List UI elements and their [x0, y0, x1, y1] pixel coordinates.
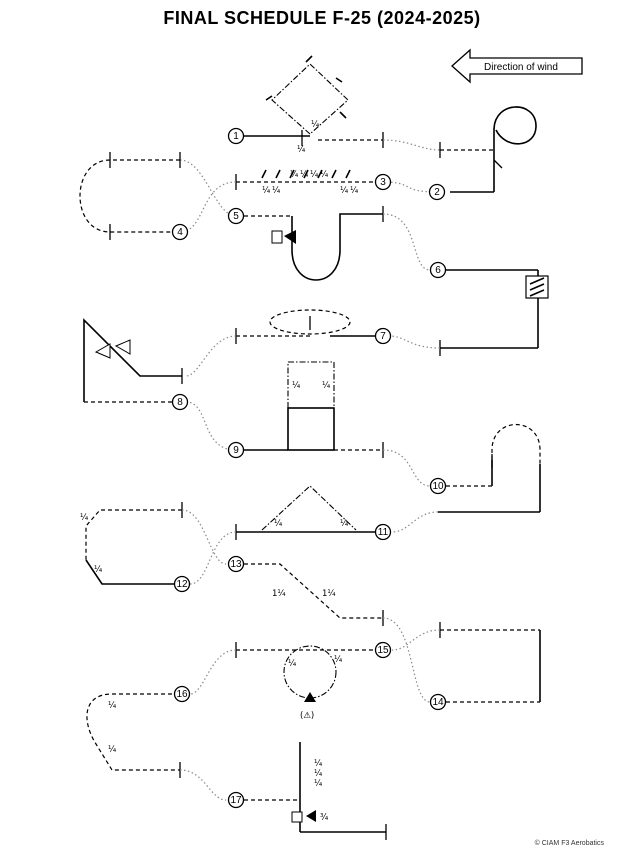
fraction-label: ¼ — [340, 186, 348, 196]
fraction-label: ¼ — [274, 519, 282, 529]
figure-6 — [439, 269, 549, 356]
figure-number-text: 15 — [377, 645, 389, 656]
fraction-label: ¼ — [108, 701, 116, 711]
figure-number-text: 10 — [432, 481, 444, 492]
figure-4 — [79, 152, 181, 240]
figure-3: ¼ ¼ ¼ ¼ ¼ ¼ ¼ ¼ — [235, 169, 376, 196]
copyright-footer: © CIAM F3 Aerobatics — [534, 840, 604, 847]
figure-number-text: 2 — [434, 187, 440, 198]
fraction-label: ¼ — [94, 565, 102, 575]
figure-number-text: 6 — [435, 265, 441, 276]
figure-11: ¼ ¼ — [235, 485, 376, 540]
figure-number-4: 4 — [171, 223, 189, 241]
figure-number-text: 3 — [380, 177, 386, 188]
fraction-label: ¼ — [340, 519, 348, 529]
fraction-label: ¼ — [350, 186, 358, 196]
figure-15: (⚠) ¼ ¼ — [235, 642, 376, 721]
figure-number-text: 12 — [176, 579, 188, 590]
fraction-label: ¼ — [300, 170, 308, 180]
figure-number-text: 5 — [233, 211, 239, 222]
page-title: FINAL SCHEDULE F-25 (2024-2025) — [163, 8, 481, 28]
figure-9: ¼ ¼ — [244, 361, 384, 458]
figure-2 — [439, 106, 537, 193]
fraction-label: ¼ — [292, 381, 300, 391]
figure-10 — [438, 424, 541, 513]
fraction-label: ¾ — [320, 813, 328, 823]
figure-number-text: 4 — [177, 227, 183, 238]
figure-number-6: 6 — [429, 261, 447, 279]
figure-12: ¼ ¼ — [80, 502, 183, 585]
figure-14 — [439, 622, 541, 703]
wind-label: Direction of wind — [484, 62, 558, 73]
fraction-label: ¼ — [334, 655, 342, 665]
figure-1: ¼ ¼ — [244, 55, 384, 155]
fraction-label: ¼ — [314, 779, 322, 789]
fraction-label: ¼ — [314, 769, 322, 779]
fraction-label: ¼ — [320, 170, 328, 180]
figure-number-10: 10 — [429, 477, 447, 495]
figure-number-text: 14 — [432, 697, 444, 708]
fraction-label: ¼ — [262, 186, 270, 196]
figure-number-text: 8 — [177, 397, 183, 408]
figure-number-text: 17 — [230, 795, 242, 806]
figure-number-1: 1 — [227, 127, 245, 145]
figure-8 — [83, 318, 183, 403]
fraction-label: ¼ — [310, 170, 318, 180]
figure-number-9: 9 — [227, 441, 245, 459]
fraction-label: ¼ — [288, 659, 296, 669]
figure-13: 1¼ 1¼ — [244, 563, 384, 626]
figure-number-16: 16 — [173, 685, 191, 703]
figure-number-3: 3 — [374, 173, 392, 191]
fraction-label: ¼ — [311, 120, 319, 130]
fraction-label: ¼ — [272, 186, 280, 196]
figure-number-17: 17 — [227, 791, 245, 809]
fraction-label: ¼ — [314, 759, 322, 769]
figure-number-5: 5 — [227, 207, 245, 225]
figure-number-13: 13 — [227, 555, 245, 573]
fraction-label: ¼ — [297, 145, 305, 155]
figure-number-2: 2 — [428, 183, 446, 201]
fraction-label: ¼ — [322, 381, 330, 391]
figure-number-11: 11 — [374, 523, 392, 541]
figure-16: ¼ ¼ — [86, 693, 181, 778]
figure-number-text: 13 — [230, 559, 242, 570]
fraction-label: 1¼ — [272, 589, 286, 599]
figure-17: ¾ ¼ ¼ ¼ — [244, 742, 387, 840]
fraction-label: ¼ — [290, 170, 298, 180]
figure-number-text: 9 — [233, 445, 239, 456]
figure-5 — [244, 206, 384, 281]
fraction-label: ¼ — [80, 513, 88, 523]
figure-number-text: 1 — [233, 131, 239, 142]
fraction-label: (⚠) — [300, 711, 314, 721]
fraction-label: ¼ — [108, 745, 116, 755]
figure-number-15: 15 — [374, 641, 392, 659]
figure-number-text: 11 — [378, 527, 389, 538]
wind-direction-arrow: Direction of wind — [451, 48, 583, 84]
figure-number-text: 16 — [176, 689, 188, 700]
fraction-label: 1¼ — [322, 589, 336, 599]
figure-number-7: 7 — [374, 327, 392, 345]
figure-number-12: 12 — [173, 575, 191, 593]
figure-number-8: 8 — [171, 393, 189, 411]
figure-number-14: 14 — [429, 693, 447, 711]
figure-7 — [235, 309, 376, 344]
figure-number-text: 7 — [380, 331, 386, 342]
